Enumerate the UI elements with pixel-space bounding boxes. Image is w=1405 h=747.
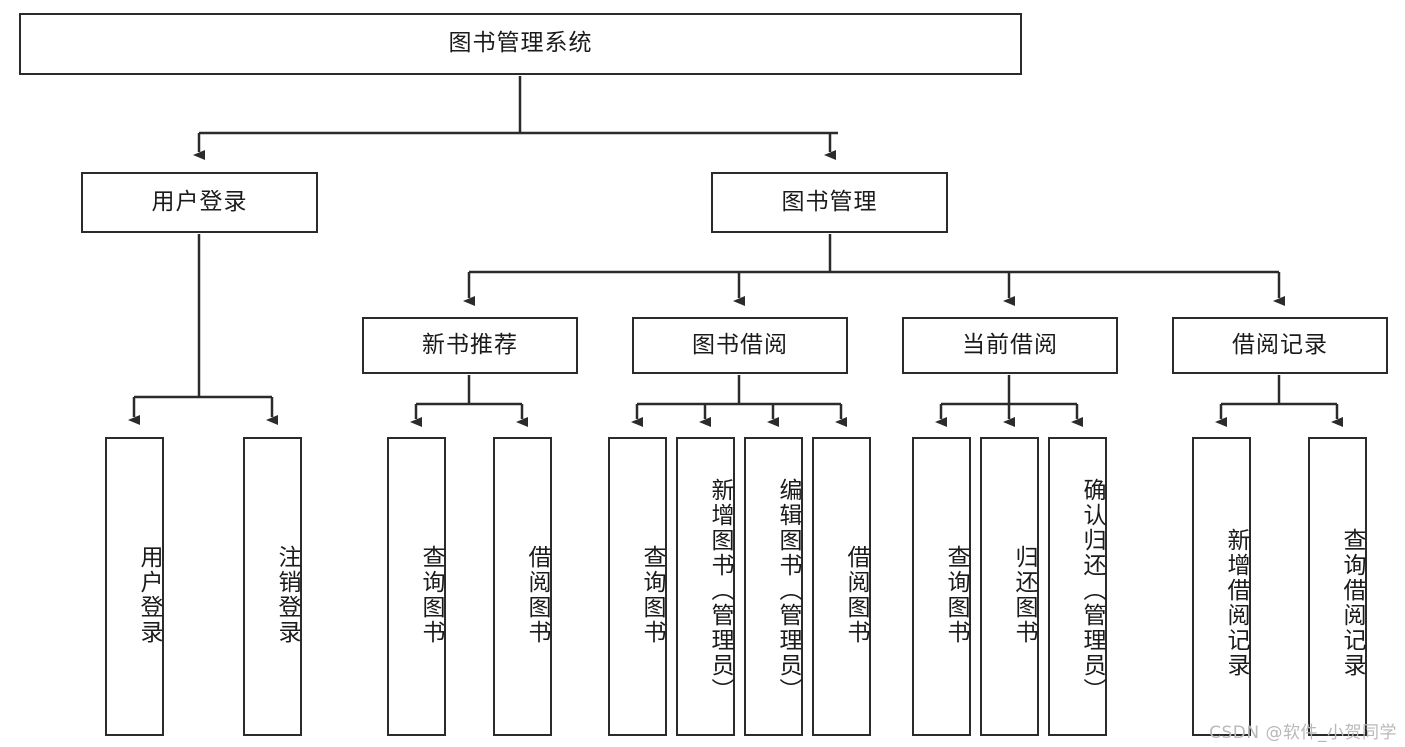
node-label: 借阅记录 — [1232, 331, 1328, 358]
node-label: 查询借阅记录 — [1339, 527, 1365, 678]
node-leaf-query-record[interactable]: 查询借阅记录 — [1308, 437, 1367, 736]
node-label: 注销登录 — [274, 544, 300, 645]
node-label: 用户登录 — [136, 544, 162, 645]
node-leaf-add-book[interactable]: 新增图书（管理员） — [676, 437, 735, 736]
node-leaf-borrow-book-2[interactable]: 借阅图书 — [812, 437, 871, 736]
node-leaf-query-book-3[interactable]: 查询图书 — [912, 437, 971, 736]
node-label: 查询图书 — [418, 544, 444, 645]
node-label: 编辑图书（管理员） — [775, 478, 801, 703]
node-label: 归还图书 — [1011, 544, 1037, 645]
node-leaf-add-record[interactable]: 新增借阅记录 — [1192, 437, 1251, 736]
node-root-book-management-system[interactable]: 图书管理系统 — [19, 13, 1022, 75]
node-label: 查询图书 — [639, 544, 665, 645]
node-leaf-query-book-1[interactable]: 查询图书 — [387, 437, 446, 736]
node-leaf-confirm-return[interactable]: 确认归还（管理员） — [1048, 437, 1107, 736]
node-label: 当前借阅 — [962, 331, 1058, 358]
node-book-borrow[interactable]: 图书借阅 — [632, 317, 848, 374]
node-label: 用户登录 — [151, 188, 248, 215]
csdn-watermark: CSDN @软件_小贺同学 — [1209, 723, 1397, 743]
node-label: 新书推荐 — [422, 331, 518, 358]
node-leaf-query-book-2[interactable]: 查询图书 — [608, 437, 667, 736]
node-book-management[interactable]: 图书管理 — [711, 172, 948, 233]
node-label: 借阅图书 — [524, 544, 550, 645]
node-current-borrow[interactable]: 当前借阅 — [902, 317, 1118, 374]
node-label: 图书管理 — [781, 188, 878, 215]
node-borrow-record[interactable]: 借阅记录 — [1172, 317, 1388, 374]
node-label: 确认归还（管理员） — [1079, 478, 1105, 703]
node-label: 图书管理系统 — [448, 30, 593, 57]
node-leaf-user-login[interactable]: 用户登录 — [105, 437, 164, 736]
node-label: 新增图书（管理员） — [707, 478, 733, 703]
node-label: 图书借阅 — [692, 331, 788, 358]
node-leaf-logout-login[interactable]: 注销登录 — [243, 437, 302, 736]
node-new-book-recommend[interactable]: 新书推荐 — [362, 317, 578, 374]
node-label: 新增借阅记录 — [1223, 527, 1249, 678]
node-leaf-edit-book[interactable]: 编辑图书（管理员） — [744, 437, 803, 736]
node-leaf-borrow-book-1[interactable]: 借阅图书 — [493, 437, 552, 736]
node-label: 查询图书 — [943, 544, 969, 645]
node-label: 借阅图书 — [843, 544, 869, 645]
node-user-login[interactable]: 用户登录 — [81, 172, 318, 233]
node-leaf-return-book[interactable]: 归还图书 — [980, 437, 1039, 736]
